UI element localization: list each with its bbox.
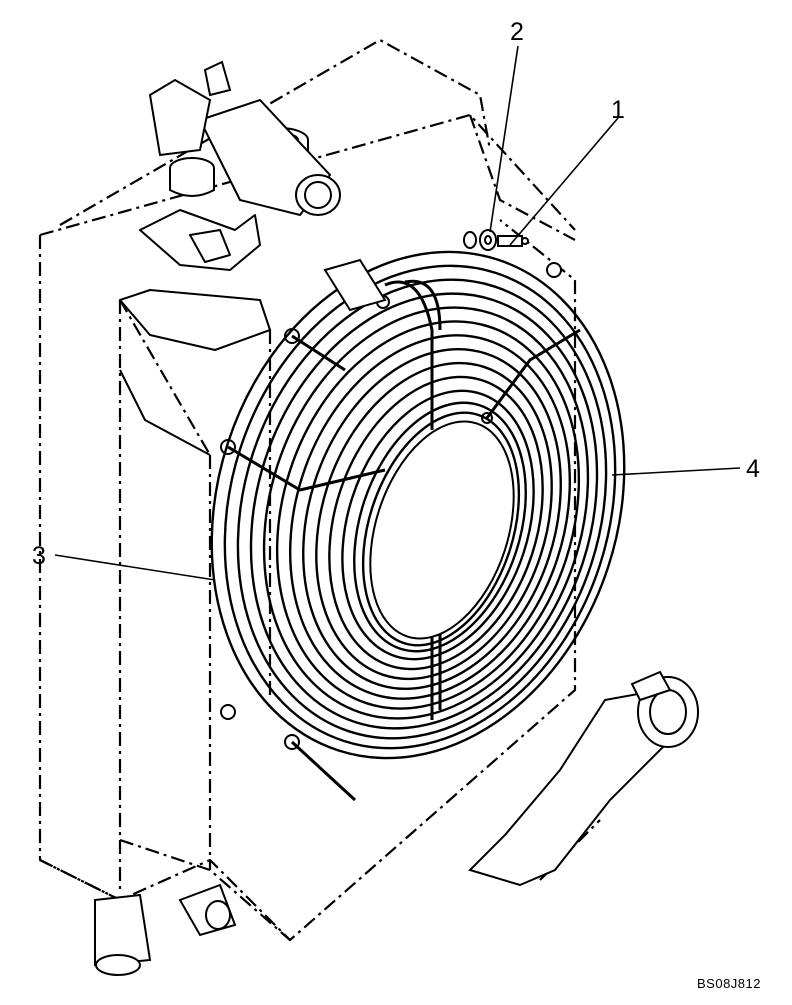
drawing-reference-code: BS08J812	[697, 976, 761, 991]
callout-label-4: 4	[746, 455, 760, 483]
leader-lines	[54, 45, 741, 581]
fan-opening	[369, 420, 515, 640]
washer-and-bolt	[463, 229, 529, 251]
shroud-tab	[323, 258, 387, 312]
top-tank	[119, 209, 271, 456]
callout-label-2: 2	[510, 18, 524, 46]
callout-label-1: 1	[611, 96, 625, 124]
lower-hose	[468, 670, 699, 887]
upper-hose-outlet	[148, 60, 341, 217]
overflow-bottle	[169, 157, 215, 197]
fan-guard	[210, 250, 626, 760]
lower-outlet	[94, 883, 237, 976]
callout-label-3: 3	[32, 542, 46, 570]
